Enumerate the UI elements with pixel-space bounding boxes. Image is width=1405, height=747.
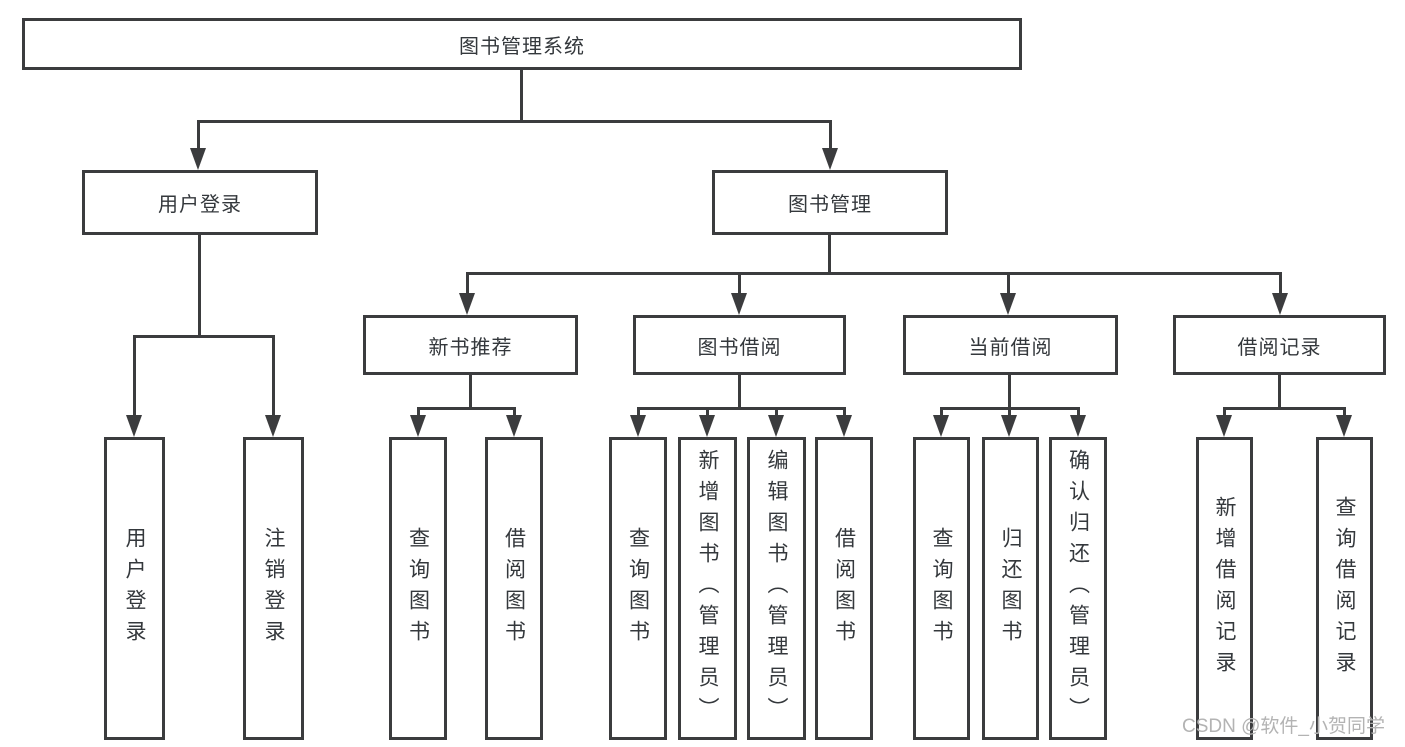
connector-line (417, 407, 420, 416)
connector-line (738, 272, 741, 293)
leaf-user-login: 用户登录 (104, 437, 165, 740)
leaf-borrow-books-label: 借阅图书 (832, 526, 856, 651)
leaf-query-borrow-record: 查询借阅记录 (1316, 437, 1373, 740)
connector-line (706, 407, 709, 416)
arrow-down-icon (1216, 415, 1232, 437)
node-book-borrow-label: 图书借阅 (697, 336, 782, 359)
connector-line (417, 407, 516, 410)
arrow-down-icon (1336, 415, 1352, 437)
leaf-query-books-current-label: 查询图书 (930, 526, 953, 651)
connector-line (738, 375, 741, 407)
leaf-logout: 注销登录 (243, 437, 304, 740)
leaf-query-borrow-record-label: 查询借阅记录 (1333, 495, 1356, 682)
connector-line (197, 120, 200, 148)
arrow-down-icon (699, 415, 715, 437)
leaf-edit-book-admin-label: 编辑图书（管理员） (765, 449, 788, 728)
leaf-borrow-books-new: 借阅图书 (485, 437, 543, 740)
leaf-borrow-books: 借阅图书 (815, 437, 873, 740)
leaf-query-books-new: 查询图书 (389, 437, 447, 740)
connector-line (828, 235, 831, 272)
leaf-confirm-return-admin: 确认归还（管理员） (1049, 437, 1107, 740)
leaf-borrow-books-new-label: 借阅图书 (502, 526, 526, 651)
arrow-down-icon (190, 148, 206, 170)
arrow-down-icon (630, 415, 646, 437)
node-user-login: 用户登录 (82, 170, 318, 235)
arrow-down-icon (410, 415, 426, 437)
arrow-down-icon (1070, 415, 1086, 437)
connector-line (197, 120, 832, 123)
node-borrow-records: 借阅记录 (1173, 315, 1386, 375)
connector-line (1007, 272, 1010, 293)
arrow-down-icon (768, 415, 784, 437)
leaf-query-books-borrow-label: 查询图书 (626, 526, 650, 651)
connector-line (1008, 407, 1011, 416)
leaf-logout-label: 注销登录 (262, 526, 285, 651)
arrow-down-icon (265, 415, 281, 437)
connector-line (133, 335, 136, 415)
leaf-edit-book-admin: 编辑图书（管理员） (747, 437, 806, 740)
arrow-down-icon (822, 148, 838, 170)
connector-line (466, 272, 469, 293)
connector-line (466, 272, 1282, 275)
connector-line (1223, 407, 1345, 410)
leaf-return-book: 归还图书 (982, 437, 1039, 740)
connector-line (272, 335, 275, 415)
connector-line (940, 407, 943, 416)
connector-line (843, 407, 846, 416)
connector-line (469, 375, 472, 407)
connector-line (513, 407, 516, 416)
connector-line (1223, 407, 1226, 416)
connector-line (637, 407, 845, 410)
leaf-add-book-admin-label: 新增图书（管理员） (696, 449, 719, 728)
connector-line (829, 120, 832, 148)
leaf-add-borrow-record-label: 新增借阅记录 (1213, 495, 1236, 682)
leaf-return-book-label: 归还图书 (999, 526, 1022, 651)
node-user-login-label: 用户登录 (158, 194, 242, 216)
connector-line (1279, 272, 1282, 293)
arrow-down-icon (459, 293, 475, 315)
leaf-query-books-borrow: 查询图书 (609, 437, 667, 740)
node-borrow-records-label: 借阅记录 (1237, 336, 1322, 359)
leaf-user-login-label: 用户登录 (123, 526, 146, 651)
node-current-borrow: 当前借阅 (903, 315, 1118, 375)
connector-line (1077, 407, 1080, 416)
leaf-query-books-current: 查询图书 (913, 437, 970, 740)
connector-line (775, 407, 778, 416)
node-book-mgmt: 图书管理 (712, 170, 948, 235)
arrow-down-icon (731, 293, 747, 315)
node-root-label: 图书管理系统 (459, 35, 585, 58)
arrow-down-icon (836, 415, 852, 437)
arrow-down-icon (933, 415, 949, 437)
node-new-books: 新书推荐 (363, 315, 578, 375)
leaf-query-books-new-label: 查询图书 (406, 526, 430, 651)
arrow-down-icon (1272, 293, 1288, 315)
csdn-watermark: CSDN @软件_小贺同学 (1182, 716, 1385, 737)
connector-line (133, 335, 275, 338)
arrow-down-icon (1001, 415, 1017, 437)
arrow-down-icon (1000, 293, 1016, 315)
node-current-borrow-label: 当前借阅 (968, 336, 1053, 359)
node-new-books-label: 新书推荐 (428, 336, 513, 359)
arrow-down-icon (506, 415, 522, 437)
leaf-confirm-return-admin-label: 确认归还（管理员） (1066, 449, 1090, 728)
connector-line (198, 235, 201, 335)
connector-line (1343, 407, 1346, 416)
arrow-down-icon (126, 415, 142, 437)
leaf-add-book-admin: 新增图书（管理员） (678, 437, 737, 740)
connector-line (1008, 375, 1011, 407)
node-book-borrow: 图书借阅 (633, 315, 846, 375)
connector-line (637, 407, 640, 416)
connector-line (520, 70, 523, 120)
leaf-add-borrow-record: 新增借阅记录 (1196, 437, 1253, 740)
node-book-mgmt-label: 图书管理 (788, 194, 872, 216)
node-root: 图书管理系统 (22, 18, 1022, 70)
connector-line (1278, 375, 1281, 407)
